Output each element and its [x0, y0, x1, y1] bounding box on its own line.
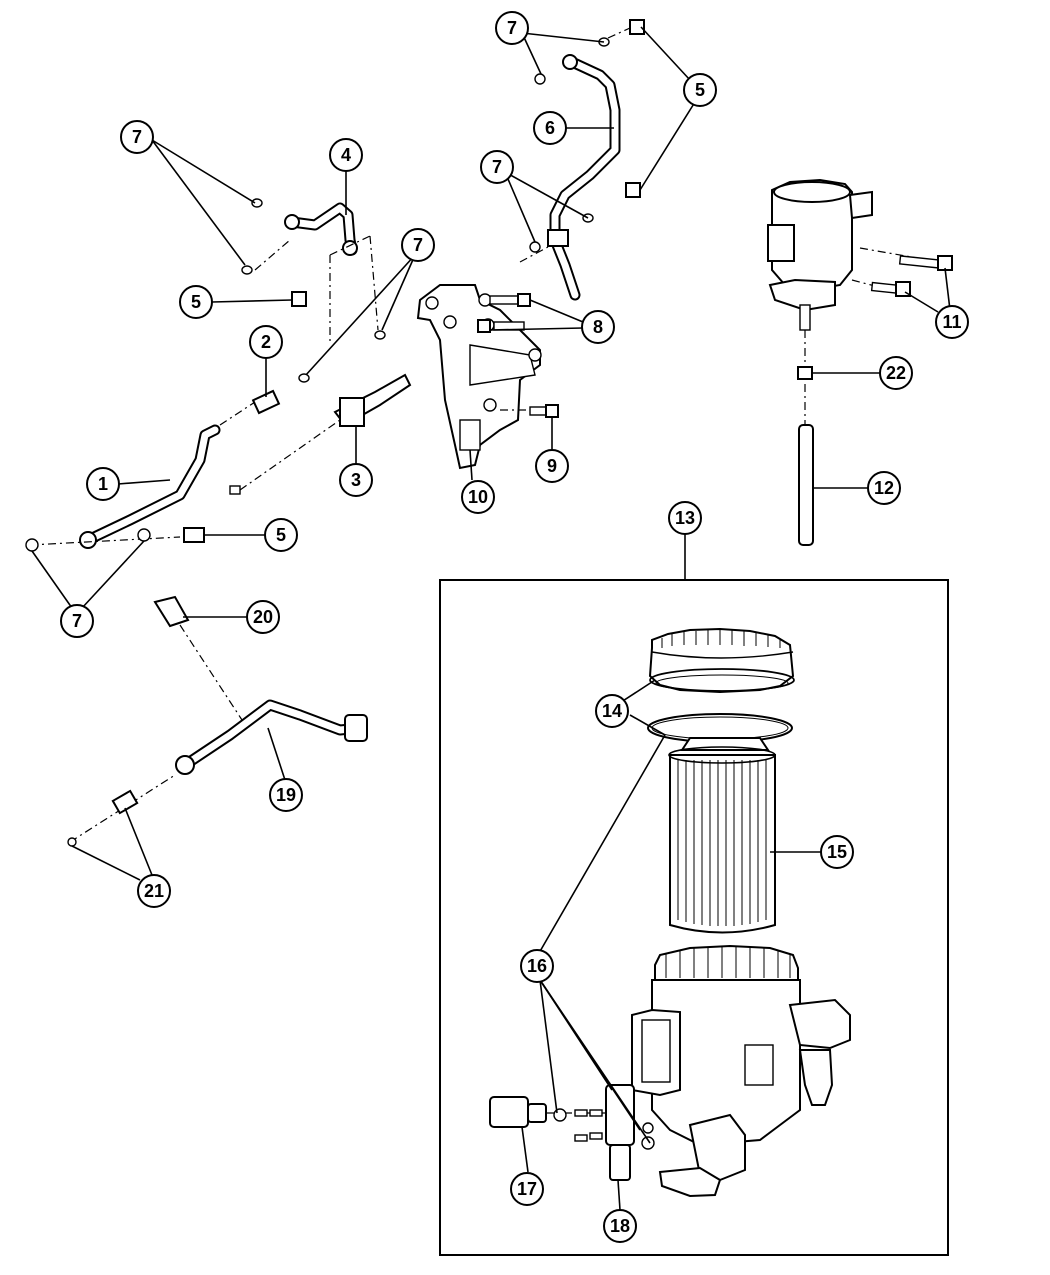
callout-label: 6 — [545, 118, 555, 138]
callout-label: 7 — [413, 235, 423, 255]
callout-label: 2 — [261, 332, 271, 352]
callout-2: 2 — [249, 325, 283, 359]
callout-label: 4 — [341, 145, 351, 165]
callout-7: 7 — [480, 150, 514, 184]
callout-7: 7 — [495, 11, 529, 45]
callout-label: 20 — [253, 607, 273, 627]
callout-label: 1 — [98, 474, 108, 494]
filter-element — [668, 737, 776, 934]
fitting-2 — [251, 373, 310, 415]
callout-5: 5 — [264, 518, 298, 552]
callout-label: 21 — [144, 881, 164, 901]
filter-housing — [631, 944, 851, 1198]
callout-label: 9 — [547, 456, 557, 476]
fuel-tube-4 — [284, 202, 358, 256]
callout-14: 14 — [595, 694, 629, 728]
fuel-tube-6 — [547, 54, 621, 301]
fuel-tube-1 — [79, 424, 221, 549]
callout-6: 6 — [533, 111, 567, 145]
callout-label: 16 — [527, 956, 547, 976]
callout-label: 10 — [468, 487, 488, 507]
filter-cap — [648, 627, 795, 694]
callout-label: 11 — [942, 312, 961, 332]
callout-7: 7 — [401, 228, 435, 262]
filter-assembly-box — [439, 579, 949, 1256]
washers-4 — [241, 198, 386, 340]
callout-13: 13 — [668, 501, 702, 535]
callout-15: 15 — [820, 835, 854, 869]
clip-20 — [153, 595, 190, 628]
callout-label: 12 — [874, 478, 894, 498]
callout-19: 19 — [269, 778, 303, 812]
callout-label: 19 — [276, 785, 296, 805]
callout-label: 7 — [132, 127, 142, 147]
callout-7: 7 — [120, 120, 154, 154]
fuel-filter-header — [767, 178, 941, 331]
callout-18: 18 — [603, 1209, 637, 1243]
spacer — [797, 366, 813, 380]
callout-22: 22 — [879, 356, 913, 390]
callout-7: 7 — [60, 604, 94, 638]
bolt — [870, 255, 953, 297]
callout-label: 8 — [593, 317, 603, 337]
callout-21: 21 — [137, 874, 171, 908]
callout-label: 5 — [276, 525, 286, 545]
callout-3: 3 — [339, 463, 373, 497]
callout-label: 5 — [191, 292, 201, 312]
callout-10: 10 — [461, 480, 495, 514]
callout-9: 9 — [535, 449, 569, 483]
pressure-sensor-3 — [333, 373, 412, 427]
callout-4: 4 — [329, 138, 363, 172]
callout-label: 15 — [827, 842, 847, 862]
callout-label: 7 — [492, 157, 502, 177]
fittings-21 — [67, 789, 139, 847]
callout-1: 1 — [86, 467, 120, 501]
callout-17: 17 — [510, 1172, 544, 1206]
callout-label: 5 — [695, 80, 705, 100]
callout-16: 16 — [520, 949, 554, 983]
fuel-tube-19 — [175, 699, 368, 775]
callout-label: 7 — [507, 18, 517, 38]
callout-label: 7 — [72, 611, 82, 631]
drain-valve — [553, 1084, 655, 1181]
callout-5: 5 — [683, 73, 717, 107]
callout-label: 14 — [602, 701, 622, 721]
callout-11: 11 — [935, 305, 969, 339]
water-in-fuel-sensor — [489, 1096, 605, 1128]
callout-label: 18 — [610, 1216, 630, 1236]
callout-8: 8 — [581, 310, 615, 344]
mounting-bracket — [416, 284, 542, 470]
callout-20: 20 — [246, 600, 280, 634]
callout-label: 3 — [351, 470, 361, 490]
callout-12: 12 — [867, 471, 901, 505]
callout-5: 5 — [179, 285, 213, 319]
callout-label: 17 — [517, 1179, 537, 1199]
callout-label: 13 — [675, 508, 695, 528]
bolt-9 — [529, 404, 559, 418]
callout-label: 22 — [886, 363, 906, 383]
standpipe — [798, 424, 814, 546]
